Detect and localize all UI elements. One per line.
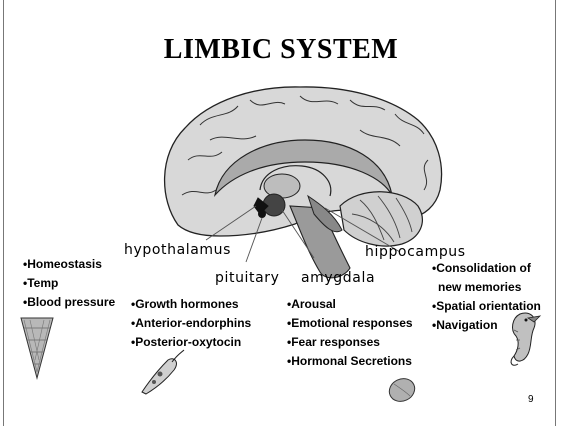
list-hypothalamus: Homeostasis Temp Blood pressure (23, 255, 115, 312)
label-amygdala: amygdala (301, 270, 375, 286)
list-amygdala: Arousal Emotional responses Fear respons… (287, 295, 413, 371)
pituitary-structure (258, 210, 266, 218)
list-item: Temp (23, 274, 115, 293)
list-item: Homeostasis (23, 255, 115, 274)
list-item: Anterior-endorphins (131, 314, 251, 333)
list-pituitary: Growth hormones Anterior-endorphins Post… (131, 295, 251, 352)
list-item: Hormonal Secretions (287, 352, 413, 371)
list-item: Fear responses (287, 333, 413, 352)
list-item: Navigation (432, 316, 541, 335)
list-item: Spatial orientation (432, 297, 541, 316)
label-hypothalamus: hypothalamus (124, 242, 231, 258)
almond-icon (386, 375, 419, 406)
list-item-continuation: new memories (432, 278, 541, 297)
page-number: 9 (528, 394, 534, 405)
label-hippocampus: hippocampus (365, 244, 466, 260)
list-item: Arousal (287, 295, 413, 314)
list-item: Emotional responses (287, 314, 413, 333)
thalamus (264, 174, 300, 198)
cone-icon (21, 318, 53, 378)
list-item: Consolidation of (432, 259, 541, 278)
list-item: Growth hormones (131, 295, 251, 314)
label-pituitary: pituitary (215, 270, 280, 286)
list-hippocampus: Consolidation of new memories Spatial or… (432, 259, 541, 335)
list-item: Posterior-oxytocin (131, 333, 251, 352)
list-item: Blood pressure (23, 293, 115, 312)
pituitary-sketch-icon (142, 350, 184, 394)
